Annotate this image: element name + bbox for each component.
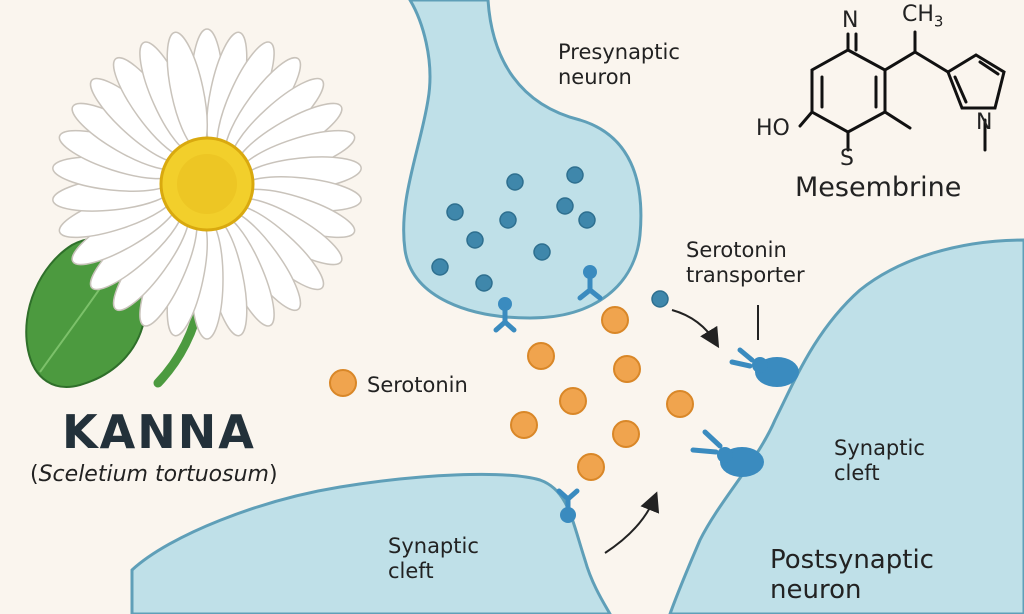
presynaptic-label-line1: Presynaptic — [558, 40, 680, 64]
atom-label-ho: HO — [756, 116, 790, 141]
serotonin-legend-label: Serotonin — [367, 373, 468, 397]
transporter-label-line1: Serotonin — [686, 238, 787, 262]
vesicles — [431, 166, 669, 308]
presynaptic-label-line2: neuron — [558, 65, 632, 90]
serotonin-transporter-2 — [690, 429, 764, 477]
postsynaptic-label-line1: Postsynaptic — [770, 545, 934, 575]
atom-label-s: S — [840, 146, 854, 171]
postsynaptic-region-left — [130, 472, 612, 614]
presynaptic-neuron-label: Presynaptic neuron — [558, 40, 680, 90]
vesicle-10 — [475, 274, 493, 292]
cleft-left-line2: cleft — [388, 559, 434, 584]
postsynaptic-label-line2: neuron — [770, 574, 862, 605]
paren-close: ) — [268, 462, 278, 487]
paren-open: ( — [30, 462, 39, 487]
vesicle-7 — [466, 231, 484, 249]
vesicle-9 — [431, 258, 449, 276]
serotonin-transporter-label: Serotonin transporter — [686, 238, 805, 288]
serotonin-molecule-8 — [577, 453, 605, 481]
atom-label-ch: CH — [902, 2, 934, 27]
postsynaptic-receptor-left — [556, 488, 580, 523]
reuptake-arrow-lower — [604, 491, 660, 554]
flower-petals — [52, 28, 362, 340]
serotonin-transporter-1 — [729, 347, 799, 387]
serotonin-molecules — [329, 306, 694, 481]
plant-name: KANNA — [62, 405, 256, 459]
vesicle-5 — [499, 211, 517, 229]
reuptake-arrow-upper — [671, 309, 720, 349]
serotonin-molecule-4 — [559, 387, 587, 415]
cleft-left-line1: Synaptic — [388, 534, 479, 558]
vesicle-2 — [566, 166, 584, 184]
presynaptic-receptor-1 — [493, 297, 517, 333]
vesicle-6 — [578, 211, 596, 229]
synaptic-cleft-label-left: Synaptic cleft — [388, 534, 479, 584]
cleft-right-line1: Synaptic — [834, 436, 925, 460]
vesicle-11 — [651, 290, 669, 308]
mesembrine-structure — [798, 30, 1006, 152]
atom-label-n-ring: N — [976, 110, 993, 135]
atom-label-ch3: CH3 — [902, 2, 943, 30]
synaptic-cleft-label-right: Synaptic cleft — [834, 436, 925, 486]
serotonin-legend-dot — [329, 369, 357, 397]
transporter-label-line2: transporter — [686, 263, 805, 288]
atom-label-ch3-subscript: 3 — [933, 12, 944, 31]
plant-scientific-name: (Sceletium tortuosum) — [30, 462, 278, 487]
serotonin-molecule-5 — [666, 390, 694, 418]
molecule-name: Mesembrine — [795, 172, 962, 203]
serotonin-molecule-2 — [527, 342, 555, 370]
serotonin-molecule-1 — [601, 306, 629, 334]
serotonin-molecule-3 — [613, 355, 641, 383]
vesicle-3 — [446, 203, 464, 221]
presynaptic-neuron — [402, 0, 643, 320]
serotonin-molecule-7 — [612, 420, 640, 448]
presynaptic-receptor-2 — [577, 265, 603, 301]
postsynaptic-neuron — [668, 238, 1024, 614]
scientific-name-text: Sceletium tortuosum — [38, 462, 269, 487]
cleft-right-line2: cleft — [834, 461, 880, 486]
vesicle-1 — [506, 173, 524, 191]
postsynaptic-neuron-label: Postsynaptic neuron — [770, 545, 934, 606]
vesicle-8 — [533, 243, 551, 261]
atom-label-n-top: N — [842, 8, 859, 33]
vesicle-4 — [556, 197, 574, 215]
serotonin-molecule-6 — [510, 411, 538, 439]
